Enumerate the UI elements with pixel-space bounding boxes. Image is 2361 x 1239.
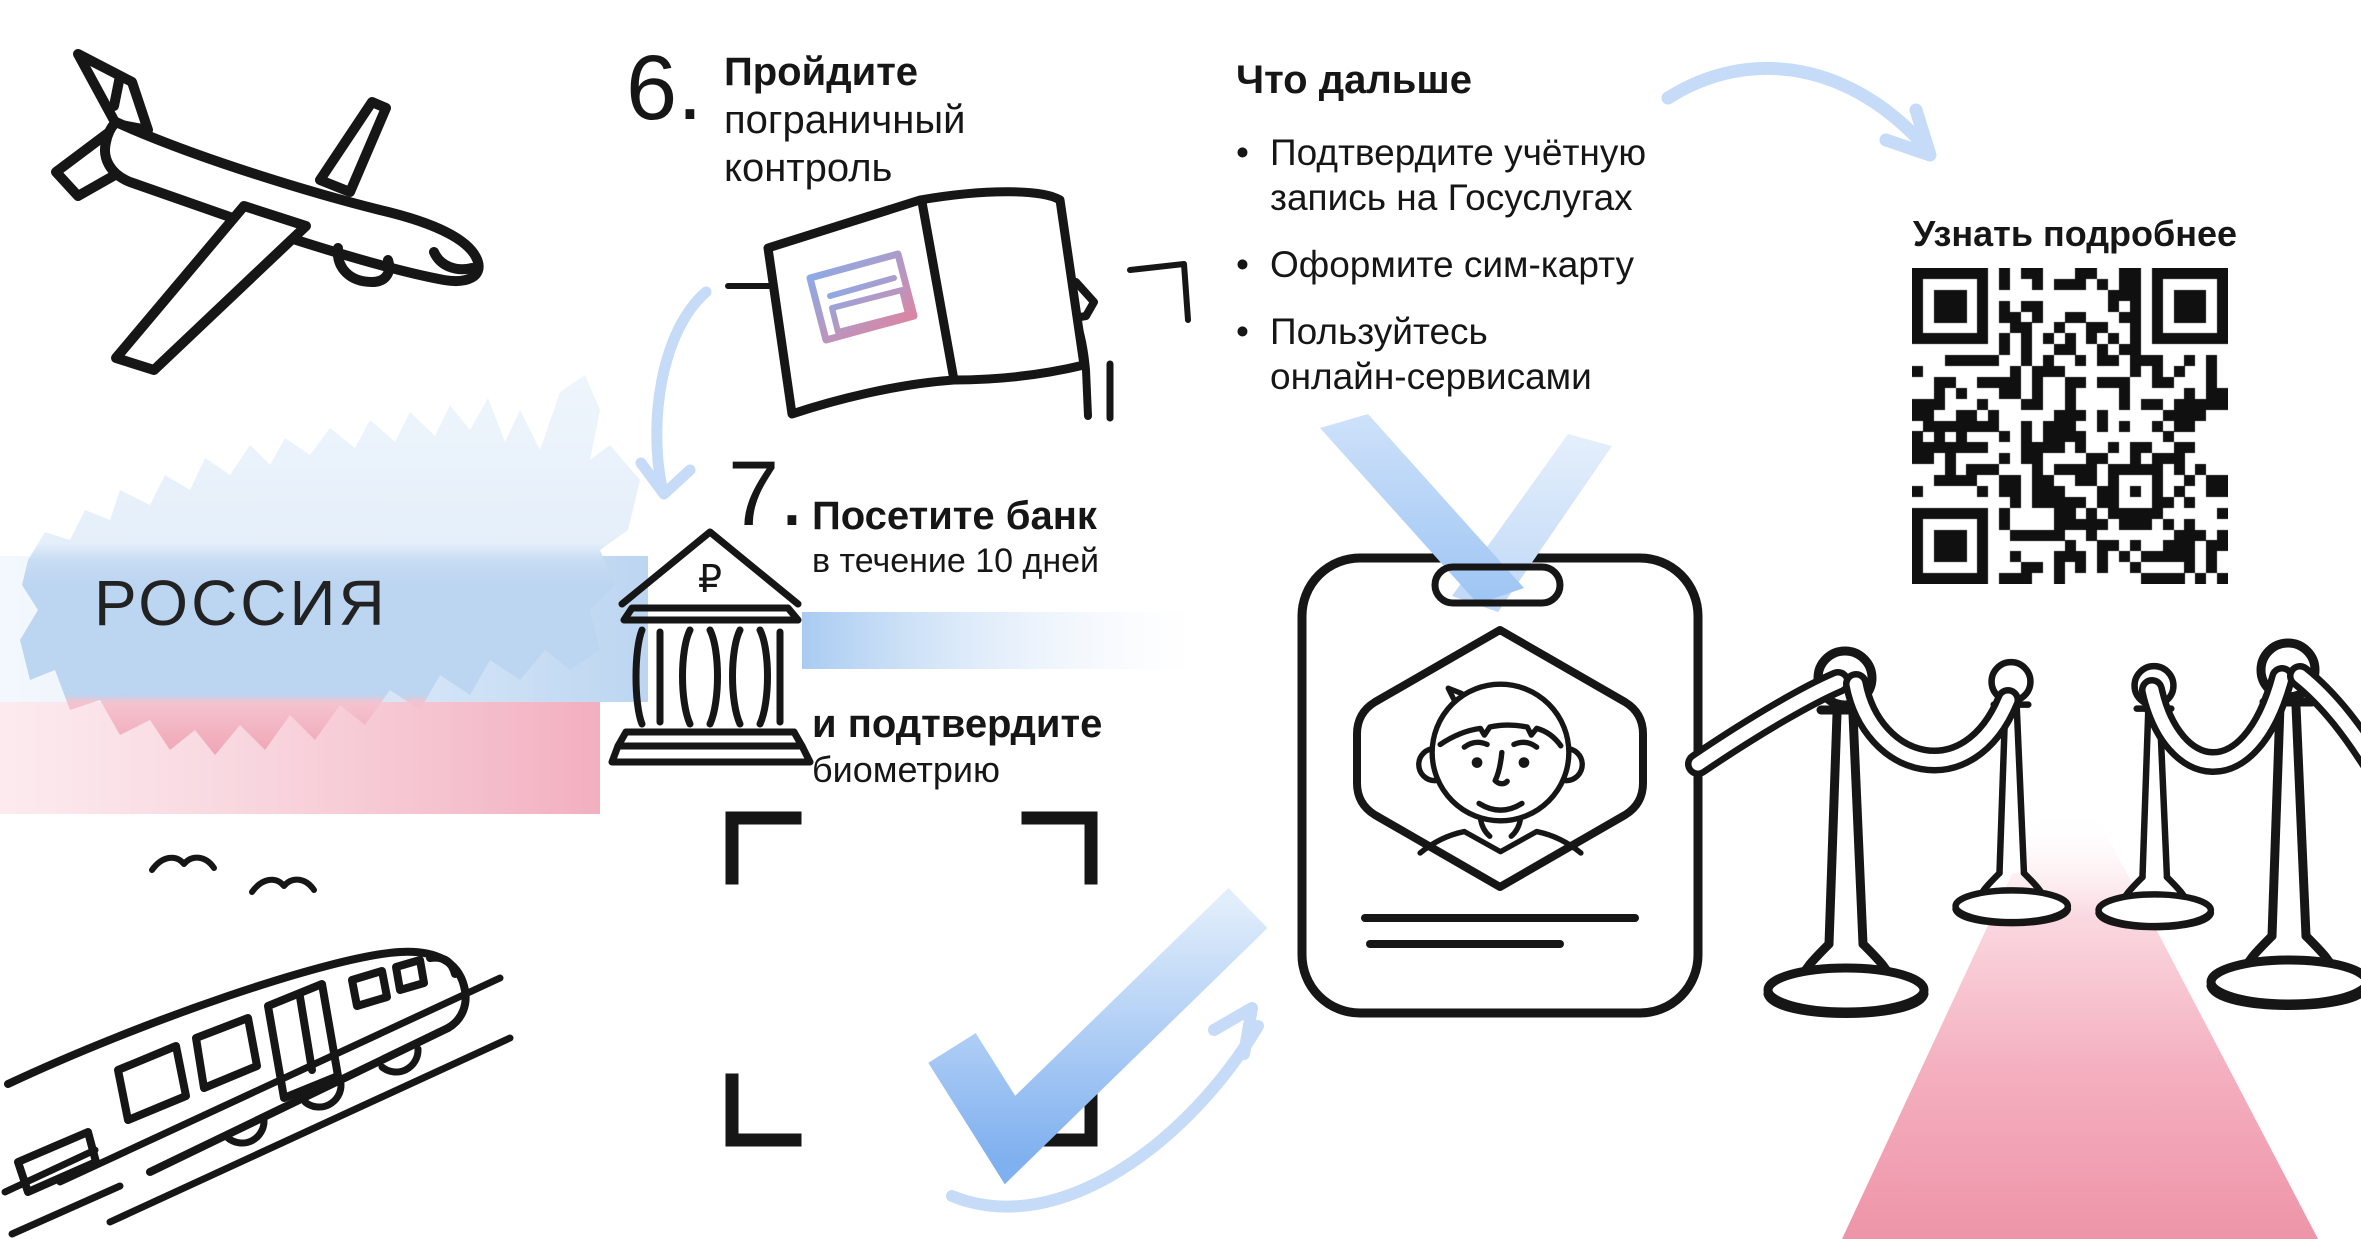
red-carpet xyxy=(1842,818,2318,1239)
arrow-step6-to-step7 xyxy=(635,286,712,500)
badge-slot xyxy=(1431,563,1564,607)
qr-code xyxy=(1912,268,2228,584)
train-icon xyxy=(1,854,514,1238)
passport-stamp-illustration xyxy=(725,187,1191,422)
whats-next-list: • Подтвердите учётную запись на Госуслуг… xyxy=(1236,130,1646,421)
visa-stamp-icon xyxy=(806,250,918,344)
step-6-text: Пройдите пограничный контроль xyxy=(724,48,965,192)
list-item: • Оформите сим-карту xyxy=(1236,242,1646,287)
step-7-extra-subtitle: биометрию xyxy=(812,749,1000,790)
whats-next-heading: Что дальше xyxy=(1236,58,1472,102)
bullet-icon: • xyxy=(1236,311,1249,352)
russia-map-illustration xyxy=(0,375,648,814)
step-6-line: пограничный xyxy=(724,98,966,142)
id-badge-illustration xyxy=(1297,414,1703,1018)
viewfinder-bracket-icon xyxy=(1021,811,1098,885)
step-6-title: Пройдите xyxy=(724,50,919,94)
bullet-text: Пользуйтесь онлайн-сервисами xyxy=(1270,311,1592,397)
stanchions-left xyxy=(1685,651,2068,1014)
bullet-text: Оформите сим-карту xyxy=(1270,244,1635,285)
step-6-number: 6. xyxy=(626,37,703,139)
map-label: РОССИЯ xyxy=(94,567,388,639)
stanchions-right xyxy=(2099,643,2361,1006)
step-7-title: Посетите банк xyxy=(812,494,1097,538)
step-7-subtitle: в течение 10 дней xyxy=(812,542,1100,580)
russia-map-silhouette xyxy=(20,375,640,755)
qr-caption: Узнать подробнее xyxy=(1912,213,2238,254)
rope xyxy=(1685,669,2021,777)
bullet-icon: • xyxy=(1236,244,1249,285)
list-item: • Подтвердите учётную запись на Госуслуг… xyxy=(1236,130,1646,220)
step-7-text: Посетите банк в течение 10 дней xyxy=(812,492,1099,582)
bank-icon: ₽ xyxy=(608,528,814,766)
airplane-icon xyxy=(51,49,484,375)
bird-icon xyxy=(149,854,217,873)
viewfinder-bracket-icon xyxy=(725,811,802,885)
bank-accent-band xyxy=(802,612,1194,669)
arrow-scan-to-badge xyxy=(946,1002,1264,1213)
biometry-check-icon xyxy=(928,887,1268,1185)
ruble-symbol: ₽ xyxy=(698,559,722,601)
bullet-text: Подтвердите учётную запись на Госуслугах xyxy=(1270,132,1647,218)
step-7-extra: и подтвердите биометрию xyxy=(812,700,1102,792)
bullet-icon: • xyxy=(1236,132,1249,173)
step-6-line: контроль xyxy=(724,146,893,190)
rope xyxy=(2139,663,2361,775)
list-item: • Пользуйтесь онлайн-сервисами xyxy=(1236,309,1646,399)
viewfinder-bracket-icon xyxy=(725,1073,802,1147)
arrow-to-qr xyxy=(1661,61,1937,162)
step-7-number: 7. xyxy=(728,443,805,545)
step-7-extra-title: и подтвердите xyxy=(812,702,1103,746)
lanyard-ribbon xyxy=(1320,414,1524,604)
bird-icon xyxy=(249,876,317,895)
visa-stamp-icon xyxy=(827,275,911,335)
